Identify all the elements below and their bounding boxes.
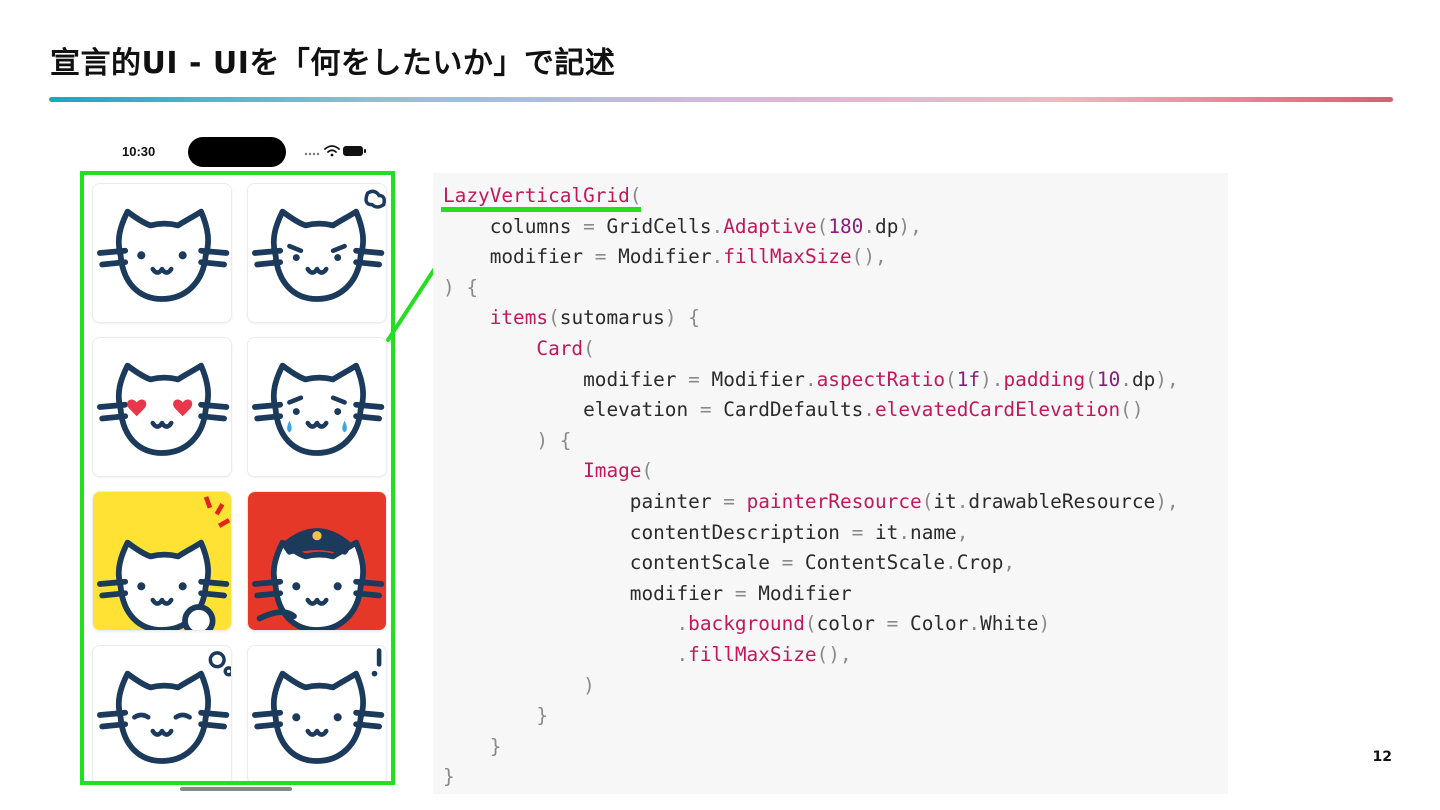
code-line: items(sutomarus) {	[489, 306, 700, 330]
code-line: .background(color = Color.White)	[676, 612, 1051, 636]
home-indicator[interactable]	[180, 787, 292, 791]
code-line: }	[443, 765, 455, 789]
code-line: }	[489, 734, 502, 758]
cat-card[interactable]	[93, 338, 231, 476]
code-line: modifier = Modifier.fillMaxSize(),	[443, 245, 887, 269]
cat-sticker-image	[93, 338, 231, 476]
status-time: 10:30	[122, 144, 156, 159]
code-line: }	[536, 704, 549, 728]
cat-sticker-image	[93, 492, 231, 630]
title-divider	[49, 97, 1393, 102]
code-line: contentScale = ContentScale.Crop,	[443, 551, 1016, 575]
spark-icon	[203, 496, 231, 528]
cat-card[interactable]	[248, 492, 386, 630]
code-line: contentDescription = it.name,	[443, 520, 969, 544]
cat-card[interactable]	[93, 184, 231, 322]
code-line: LazyVerticalGrid(	[443, 184, 642, 207]
code-line: modifier = Modifier	[443, 581, 852, 605]
lazy-vertical-grid[interactable]	[80, 171, 395, 785]
lazyverticalgrid-underline	[441, 207, 641, 212]
code-line: Card(	[536, 336, 595, 360]
battery-icon	[343, 146, 366, 156]
exclamation-icon	[371, 648, 382, 677]
dynamic-island	[188, 137, 286, 167]
cat-card[interactable]	[248, 646, 386, 781]
code-line: elevation = CardDefaults.elevatedCardEle…	[443, 398, 1144, 422]
cat-card[interactable]	[93, 646, 231, 781]
cat-sticker-image	[248, 492, 386, 630]
page-number: 12	[1372, 749, 1392, 765]
signal-icon	[304, 152, 320, 156]
code-line: ) {	[536, 428, 572, 452]
slide-title: 宣言的UI - UIを「何をしたいか」で記述	[50, 46, 616, 81]
cat-sticker-image	[93, 184, 231, 322]
cat-card[interactable]	[93, 492, 231, 630]
swirl-icon	[208, 651, 231, 677]
cat-sticker-image	[248, 184, 386, 322]
code-line: .fillMaxSize(),	[676, 642, 852, 666]
cat-card[interactable]	[248, 184, 386, 322]
cat-sticker-image	[248, 646, 386, 781]
code-block: LazyVerticalGrid( columns = GridCells.Ad…	[443, 181, 1179, 793]
wifi-icon	[324, 145, 340, 157]
status-icons	[304, 145, 366, 157]
code-line: columns = GridCells.Adaptive(180.dp),	[443, 214, 922, 238]
cat-card[interactable]	[248, 338, 386, 476]
cat-sticker-image	[93, 646, 231, 781]
code-line: Image(	[583, 459, 654, 483]
code-line: modifier = Modifier.aspectRatio(1f).padd…	[443, 367, 1179, 391]
code-line: ) {	[443, 275, 479, 299]
code-line: )	[583, 673, 595, 697]
code-panel: LazyVerticalGrid( columns = GridCells.Ad…	[433, 173, 1228, 794]
code-line: painter = painterResource(it.drawableRes…	[443, 489, 1179, 513]
status-bar: 10:30	[80, 136, 392, 168]
cat-sticker-image	[248, 338, 386, 476]
puff-icon	[364, 189, 386, 209]
